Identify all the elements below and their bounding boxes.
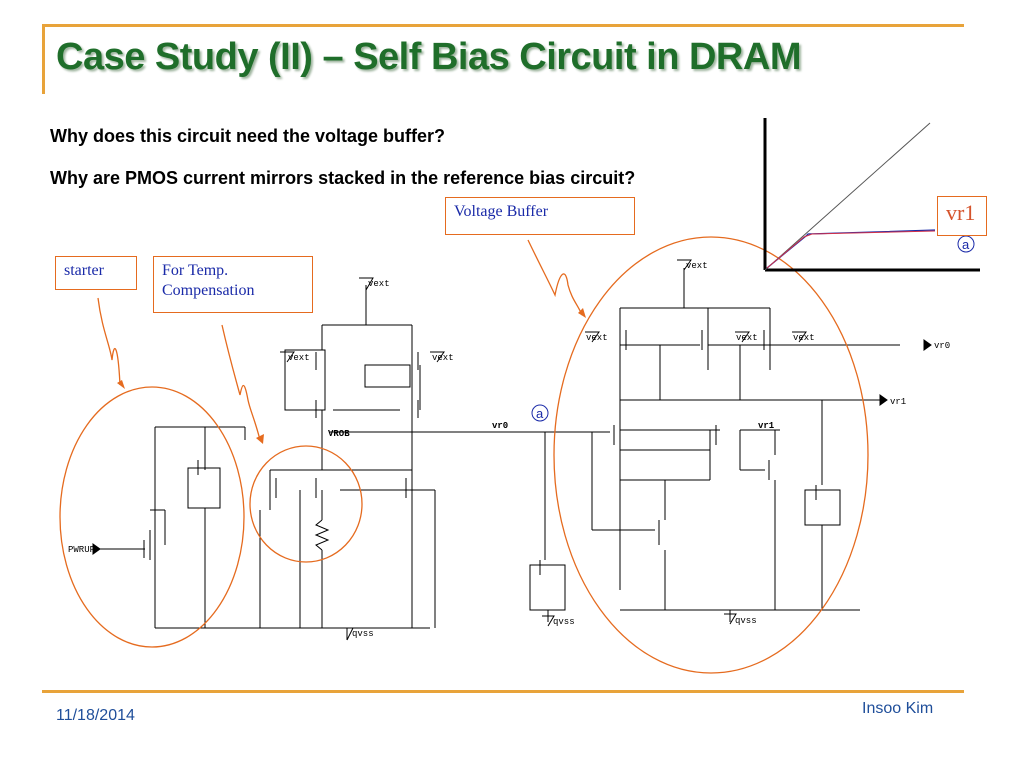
node-a-marker-graph: a xyxy=(957,235,975,253)
buffer-arrow xyxy=(527,239,583,316)
footer-date: 11/18/2014 xyxy=(56,707,135,724)
footer-author: Insoo Kim xyxy=(862,700,934,717)
question-2: Why are PMOS current mirrors stacked in … xyxy=(50,168,636,188)
vext-label: vext xyxy=(368,279,390,289)
footer-divider xyxy=(42,690,964,693)
question-1: Why does this circuit need the voltage b… xyxy=(50,126,446,146)
slide-title: Case Study (II) – Self Bias Circuit in D… xyxy=(56,36,801,78)
inset-graph xyxy=(763,118,980,272)
vext-label: vext xyxy=(288,353,310,363)
title-accent-line xyxy=(42,24,964,27)
vr1-curve-red xyxy=(766,230,936,269)
vr0-output-label: vr0 xyxy=(934,341,950,351)
vr0-node-label: vr0 xyxy=(492,421,508,431)
node-a-marker: a xyxy=(531,404,549,422)
pwrup-label: PWRUP xyxy=(68,545,95,555)
starter-callout: starter xyxy=(55,256,137,290)
vrob-label: VROB xyxy=(328,429,350,439)
temp-comp-circle xyxy=(249,445,363,563)
temp-arrow xyxy=(221,324,261,441)
vext-label: vext xyxy=(586,333,608,343)
svg-text:a: a xyxy=(536,406,544,421)
voltage-buffer-callout: Voltage Buffer xyxy=(445,197,635,235)
vss-label: qvss xyxy=(735,616,757,626)
starter-arrow xyxy=(97,297,121,386)
vext-reference-line xyxy=(764,122,931,271)
temp-compensation-callout: For Temp. Compensation xyxy=(153,256,313,313)
vext-label: vext xyxy=(793,333,815,343)
svg-text:a: a xyxy=(962,237,970,252)
vext-label: vext xyxy=(736,333,758,343)
vss-label: qvss xyxy=(553,617,575,627)
vr1-output-label: vr1 xyxy=(890,397,906,407)
vss-label: qvss xyxy=(352,629,374,639)
title-accent-bar xyxy=(42,24,45,94)
vext-label: vext xyxy=(686,261,708,271)
vr1-callout: vr1 xyxy=(937,196,987,236)
vr1-node-label: vr1 xyxy=(758,421,775,431)
starter-circle xyxy=(59,386,245,648)
vext-label: vext xyxy=(432,353,454,363)
voltage-buffer-circle xyxy=(553,236,869,674)
vr1-curve-blue xyxy=(766,229,936,269)
